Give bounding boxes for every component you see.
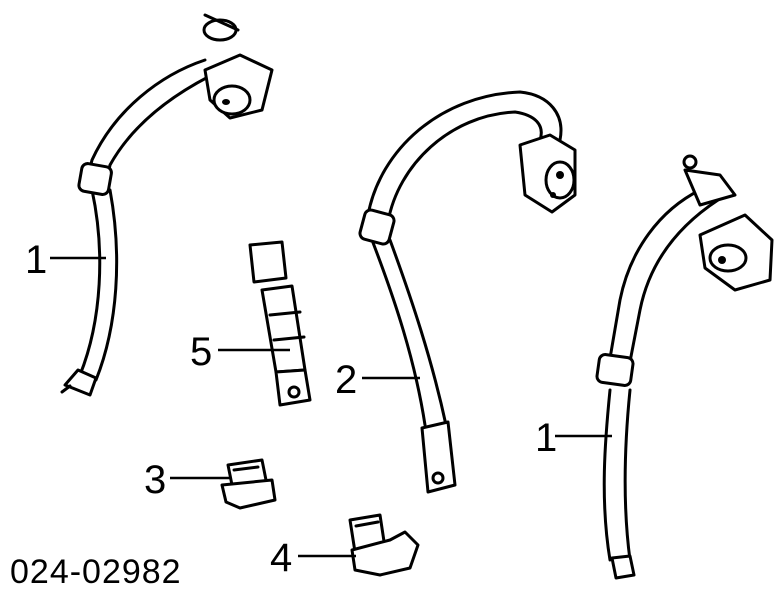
callout-5: 5 [190,330,213,374]
buckle-part-4 [348,513,420,577]
callout-1-left: 1 [25,238,48,282]
callout-2: 2 [335,358,358,402]
part-code: 024-02982 [10,553,182,591]
buckle-part-3 [220,458,277,510]
middle-seat-belt-assembly [358,90,577,494]
callout-1-right: 1 [535,416,558,460]
right-seat-belt-assembly [595,154,774,580]
buckle-part-5 [248,240,312,407]
left-seat-belt-assembly [60,13,274,397]
callout-3: 3 [144,458,167,502]
callout-4: 4 [270,536,293,580]
